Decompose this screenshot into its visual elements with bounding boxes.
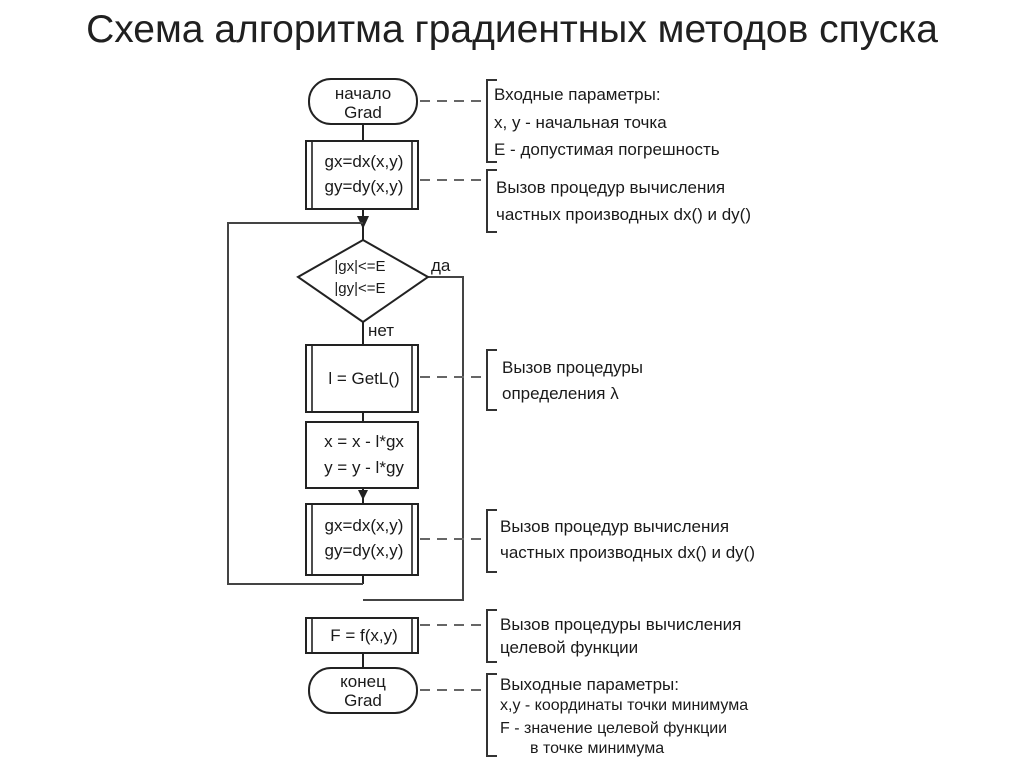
note-output-line-3: F - значение целевой функции [500, 720, 727, 737]
update-process-line-1: x = x - l*gx [324, 432, 404, 451]
note-grad1-line-1: Вызов процедур вычисления [496, 178, 725, 197]
update-process: x = x - l*gx y = y - l*gy [305, 421, 419, 489]
page-title: Схема алгоритма градиентных методов спус… [86, 8, 938, 51]
annotation-leaders [420, 100, 485, 691]
note-grad2-line-2: частных производных dx() и dy() [500, 543, 755, 562]
label-no: нет [368, 321, 394, 340]
gradient-process-1-line-1: gx=dx(x,y) [325, 152, 404, 171]
getl-process: l = GetL() [305, 344, 419, 413]
note-func: Вызов процедуры вычисления целевой функц… [500, 615, 741, 657]
end-node-label-2: Grad [344, 691, 382, 710]
gradient-process-1: gx=dx(x,y) gy=dy(x,y) [305, 140, 419, 210]
note-input-line-1: Входные параметры: [494, 85, 661, 104]
note-grad2-line-1: Вызов процедур вычисления [500, 517, 729, 536]
label-yes: да [431, 256, 451, 275]
start-node-label-2: Grad [344, 103, 382, 122]
note-getl-line-2: определения λ [502, 384, 619, 403]
start-node: начало Grad [308, 78, 418, 125]
getl-process-label: l = GetL() [328, 369, 399, 388]
note-output-line-1: Выходные параметры: [500, 675, 679, 694]
function-process: F = f(x,y) [305, 617, 419, 654]
note-input-line-3: E - допустимая погрешность [494, 140, 720, 159]
note-output: Выходные параметры: x,y - координаты точ… [500, 675, 748, 757]
note-getl-line-1: Вызов процедуры [502, 358, 643, 377]
note-grad1: Вызов процедур вычисления частных произв… [496, 178, 751, 224]
gradient-process-2: gx=dx(x,y) gy=dy(x,y) [305, 503, 419, 576]
flow-arrow-icon [358, 490, 368, 500]
decision-node: |gx|<=E |gy|<=E [296, 238, 430, 324]
note-output-line-2: x,y - координаты точки минимума [500, 697, 748, 714]
end-node-label-1: конец [340, 672, 386, 691]
decision-line-1: |gx|<=E [334, 258, 385, 275]
gradient-process-2-line-1: gx=dx(x,y) [325, 516, 404, 535]
start-node-label-1: начало [335, 84, 391, 103]
note-output-line-4: в точке минимума [530, 740, 664, 757]
loop-back-line [227, 222, 363, 585]
note-getl: Вызов процедуры определения λ [502, 358, 643, 403]
gradient-process-1-line-2: gy=dy(x,y) [325, 177, 404, 196]
gradient-process-2-line-2: gy=dy(x,y) [325, 541, 404, 560]
note-grad2: Вызов процедур вычисления частных произв… [500, 517, 755, 562]
note-grad1-line-2: частных производных dx() и dy() [496, 205, 751, 224]
note-func-line-1: Вызов процедуры вычисления [500, 615, 741, 634]
exit-yes-line [363, 276, 464, 601]
note-func-line-2: целевой функции [500, 638, 638, 657]
function-process-label: F = f(x,y) [330, 626, 398, 645]
decision-line-2: |gy|<=E [334, 280, 385, 297]
note-input: Входные параметры: x, y - начальная точк… [494, 85, 720, 159]
note-input-line-2: x, y - начальная точка [494, 113, 667, 132]
end-node: конец Grad [308, 667, 418, 714]
update-process-line-2: y = y - l*gy [324, 458, 404, 477]
annotation-brackets [486, 79, 497, 757]
